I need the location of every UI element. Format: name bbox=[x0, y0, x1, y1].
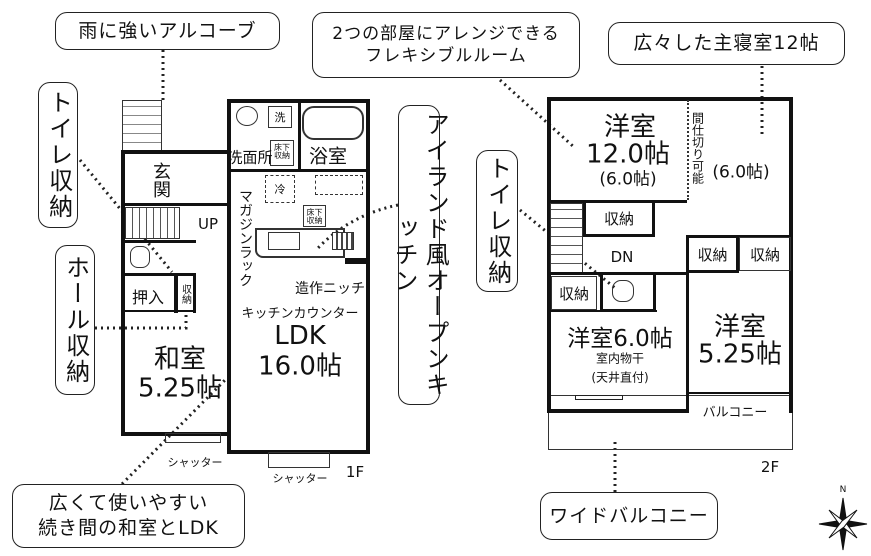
storage-label: 収納 bbox=[603, 210, 634, 228]
room-label-western-525: 洋室 bbox=[713, 312, 767, 343]
storage-label: 収納 bbox=[749, 245, 780, 264]
wall bbox=[121, 273, 196, 276]
fridge-space: 冷 bbox=[265, 175, 295, 203]
laundry-label: 洗 bbox=[274, 111, 286, 124]
shutter-label: シャッター bbox=[167, 456, 223, 469]
callout-text: 続き間の和室とLDK bbox=[38, 517, 219, 539]
callout-text: アイランド風オープンキッチン bbox=[390, 112, 450, 398]
storage-label: 収納 bbox=[697, 245, 728, 264]
callout-text: 広くて使いやすい bbox=[48, 492, 209, 515]
room-label-western-6: 洋室6.0帖 bbox=[567, 326, 673, 352]
room-half-size-right: (6.0帖) bbox=[712, 162, 770, 183]
storage-2f-d: 収納 bbox=[551, 276, 597, 310]
shutter-box bbox=[165, 433, 221, 443]
balcony bbox=[548, 395, 793, 450]
callout-hall-storage: ホール収納 bbox=[55, 245, 95, 395]
toilet-icon bbox=[130, 246, 150, 268]
cupboard bbox=[315, 175, 363, 195]
room-label-ldk: LDK bbox=[274, 321, 326, 351]
room-size-ldk: 16.0帖 bbox=[258, 351, 342, 382]
washer-space: 洗 bbox=[268, 106, 292, 128]
room-size-525: 5.25帖 bbox=[698, 339, 782, 370]
wall bbox=[688, 235, 793, 238]
callout-text: フレキシブルルーム bbox=[365, 46, 527, 66]
wall bbox=[547, 409, 689, 413]
floor-label-1f: 1F bbox=[345, 463, 365, 481]
room-label-western-12: 洋室 bbox=[603, 112, 657, 143]
compass-rose-icon bbox=[818, 497, 868, 551]
underfloor-storage-2: 床下収納 bbox=[303, 205, 326, 227]
callout-text: ホール収納 bbox=[61, 255, 90, 385]
callout-alcove: 雨に強いアルコーブ bbox=[55, 12, 280, 50]
wall bbox=[121, 203, 231, 206]
magazine-rack-label: マガジンラック bbox=[237, 189, 253, 287]
wall bbox=[547, 310, 657, 312]
shutter-label: シャッター bbox=[272, 472, 328, 485]
room-size-12: 12.0帖 bbox=[586, 139, 670, 170]
alcove-tiles bbox=[122, 100, 162, 152]
storage-label: 収納 bbox=[558, 284, 589, 303]
callout-text: トイレ収納 bbox=[44, 90, 73, 220]
callout-master-bedroom: 広々した主寝室12帖 bbox=[608, 22, 845, 65]
room-label-washroom: 洗面所 bbox=[227, 148, 273, 167]
niche bbox=[345, 258, 367, 264]
shutter-box bbox=[268, 452, 330, 468]
hall-storage-label: 収納 bbox=[179, 284, 191, 304]
toilet-icon bbox=[612, 280, 634, 302]
wall bbox=[121, 240, 196, 243]
room-label-japanese: 和室 bbox=[153, 344, 207, 375]
wall bbox=[689, 392, 793, 394]
underfloor-label: 床下収納 bbox=[274, 143, 290, 160]
staircase bbox=[125, 207, 180, 239]
wall bbox=[298, 100, 301, 170]
wall bbox=[227, 169, 370, 172]
sink-icon bbox=[268, 232, 300, 250]
fridge-label: 冷 bbox=[274, 183, 286, 196]
wall bbox=[686, 270, 689, 413]
storage-2f-b: 収納 bbox=[686, 235, 739, 273]
callout-toilet-storage-2f: トイレ収納 bbox=[476, 150, 518, 292]
closet-label: 押入 bbox=[131, 288, 165, 307]
kitchen-counter-label: キッチンカウンター bbox=[241, 306, 359, 322]
callout-wide-balcony: ワイドバルコニー bbox=[540, 492, 718, 540]
bathtub bbox=[302, 106, 364, 140]
indoor-drying-label: 室内物干 bbox=[595, 351, 645, 366]
drying-rod bbox=[575, 395, 623, 400]
room-size-japanese: 5.25帖 bbox=[138, 373, 222, 404]
storage-2f-c: 収納 bbox=[739, 237, 791, 271]
staircase bbox=[550, 203, 583, 273]
callout-text: トイレ収納 bbox=[483, 156, 512, 286]
callout-text: 2つの部屋にアレンジできる bbox=[332, 23, 560, 44]
underfloor-label: 床下収納 bbox=[306, 208, 323, 225]
wall bbox=[121, 310, 196, 312]
stair-up-label: UP bbox=[197, 215, 219, 233]
ceiling-mount-label: (天井直付) bbox=[591, 370, 649, 385]
balcony-label: バルコニー bbox=[702, 405, 768, 421]
storage-2f-a: 収納 bbox=[583, 200, 655, 237]
room-half-size-left: (6.0帖) bbox=[599, 169, 657, 190]
callout-text: ワイドバルコニー bbox=[549, 504, 709, 527]
partition-line bbox=[687, 100, 689, 200]
niche-label: 造作ニッチ bbox=[295, 281, 365, 297]
callout-toilet-storage-1f: トイレ収納 bbox=[38, 82, 78, 228]
callout-island-kitchen: アイランド風オープンキッチン bbox=[390, 105, 449, 405]
wall-2f-outer bbox=[547, 97, 793, 413]
washbasin bbox=[236, 106, 258, 126]
callout-text: 雨に強いアルコーブ bbox=[78, 19, 257, 42]
wall bbox=[193, 273, 196, 313]
underfloor-storage-1: 床下収納 bbox=[270, 140, 294, 166]
callout-continuous-rooms: 広くて使いやすい続き間の和室とLDK bbox=[12, 484, 245, 548]
compass-icon: N bbox=[815, 484, 871, 552]
callout-flexible-room: 2つの部屋にアレンジできるフレキシブルルーム bbox=[312, 12, 580, 78]
north-label: N bbox=[839, 485, 847, 495]
room-label-entrance: 玄関 bbox=[150, 162, 171, 198]
partition-label: 間仕切り可能 bbox=[690, 112, 705, 184]
stove-icon bbox=[332, 232, 354, 250]
stair-down-label: DN bbox=[610, 248, 634, 266]
floor-label-2f: 2F bbox=[760, 458, 780, 476]
wall bbox=[174, 273, 178, 313]
room-label-bathroom: 浴室 bbox=[308, 145, 348, 168]
callout-text: 広々した主寝室12帖 bbox=[633, 32, 820, 55]
